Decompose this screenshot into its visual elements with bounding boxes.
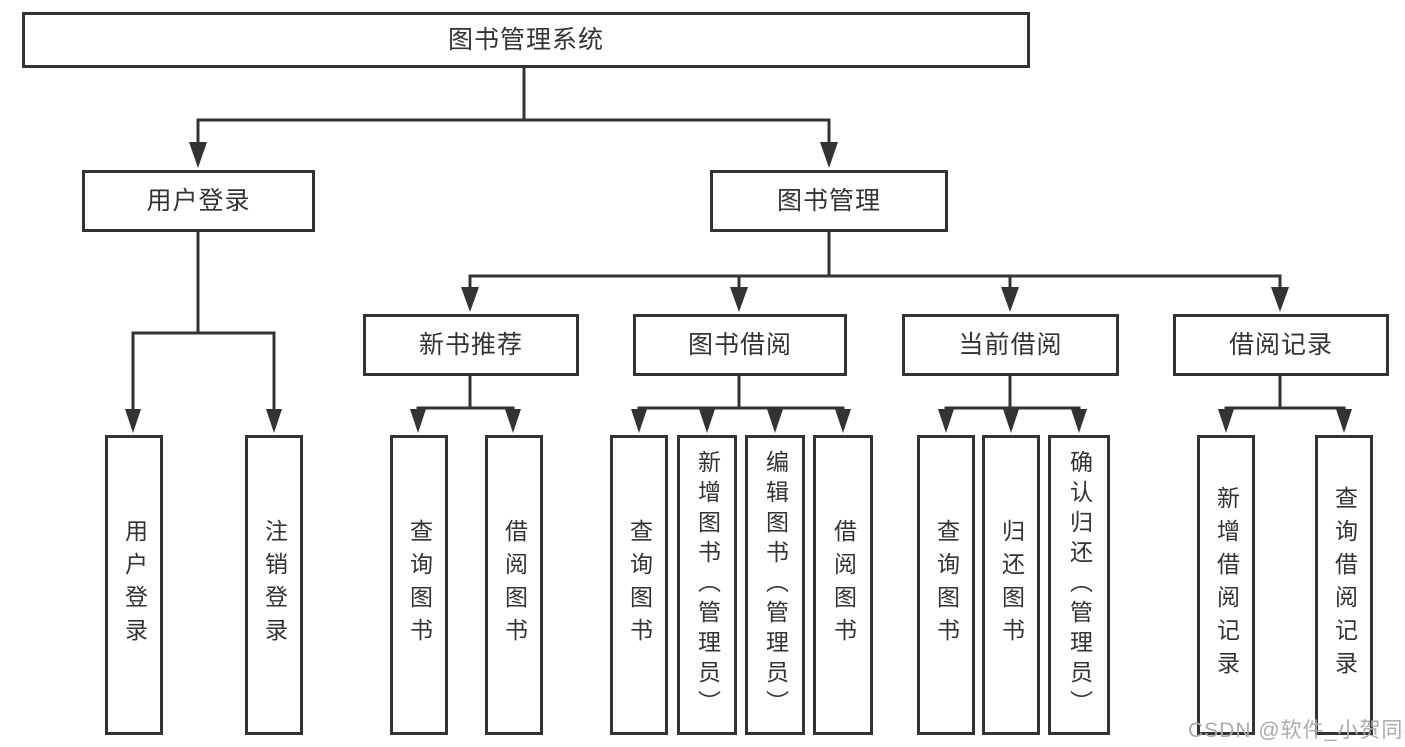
node-new-book-recommendation: 新书推荐 xyxy=(363,314,579,376)
node-user-login: 用户登录 xyxy=(82,170,315,232)
node-book-management: 图书管理 xyxy=(710,170,948,232)
leaf-records-query-record: 查询借阅记录 xyxy=(1315,435,1373,735)
leaf-recommend-query-books: 查询图书 xyxy=(390,435,448,735)
edge-root-bracket xyxy=(196,118,831,146)
leaf-current-query-books: 查询图书 xyxy=(917,435,975,735)
leaf-user-login: 用户登录 xyxy=(105,435,163,735)
edge-userlogin-bracket xyxy=(131,331,276,412)
leaf-recommend-borrow-books: 借阅图书 xyxy=(485,435,543,735)
node-library-system: 图书管理系统 xyxy=(22,12,1030,68)
node-book-borrowing: 图书借阅 xyxy=(633,314,847,376)
leaf-logout: 注销登录 xyxy=(245,435,303,735)
leaf-borrowing-add-books-admin: 新增图书（管理员） xyxy=(677,435,737,735)
node-borrowing-records: 借阅记录 xyxy=(1173,314,1389,376)
leaf-records-add-record: 新增借阅记录 xyxy=(1197,435,1255,735)
node-current-borrowing: 当前借阅 xyxy=(902,314,1119,376)
edge-records-bracket xyxy=(1224,406,1346,412)
edge-bookmgmt-bracket xyxy=(468,274,1282,290)
edge-borrowing-bracket xyxy=(637,406,845,412)
csdn-watermark: CSDN @软件_小贺同学 xyxy=(1188,719,1405,742)
leaf-current-return-books: 归还图书 xyxy=(982,435,1040,735)
leaf-borrowing-query-books: 查询图书 xyxy=(610,435,668,735)
leaf-borrowing-borrow-books: 借阅图书 xyxy=(813,435,873,735)
edge-recommend-bracket xyxy=(416,406,515,412)
leaf-current-confirm-return-admin: 确认归还（管理员） xyxy=(1048,435,1110,735)
arrowheads xyxy=(125,142,1352,433)
leaf-borrowing-edit-books-admin: 编辑图书（管理员） xyxy=(745,435,805,735)
